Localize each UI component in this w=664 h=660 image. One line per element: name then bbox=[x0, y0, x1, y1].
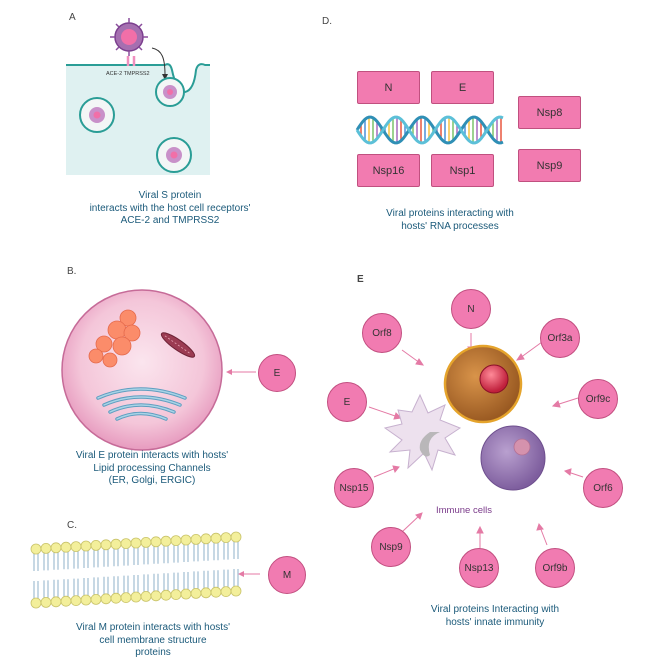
mitochondrion-icon bbox=[160, 332, 196, 358]
protein-e-circle: E bbox=[258, 354, 296, 392]
caption-line: Viral M protein interacts with hosts' bbox=[75, 622, 230, 633]
lipid-droplets-icon bbox=[88, 309, 141, 368]
panel-d-caption: Viral proteins interacting with hosts' R… bbox=[370, 208, 530, 233]
caption-line: cell membrane structure bbox=[99, 634, 207, 646]
protein-nsp15-circle: Nsp15 bbox=[334, 468, 374, 508]
panel-a-letter: A bbox=[69, 12, 76, 23]
protein-orf8-circle: Orf8 bbox=[362, 313, 402, 353]
caption-line: hosts' innate immunity bbox=[445, 616, 545, 628]
panel-d-letter: D. bbox=[322, 16, 332, 27]
protein-nsp9-box: Nsp9 bbox=[518, 149, 581, 182]
protein-n-circle: N bbox=[451, 289, 491, 329]
receptor-label: ACE-2 TMPRSS2 bbox=[106, 71, 150, 77]
panel-b-letter: B. bbox=[67, 266, 77, 277]
protein-nsp13-circle: Nsp13 bbox=[459, 548, 499, 588]
panel-a-caption: Viral S protein interacts with the host … bbox=[80, 190, 260, 228]
caption-line: hosts' RNA processes bbox=[401, 220, 499, 232]
protein-m-circle: M bbox=[268, 556, 306, 594]
protein-e-circle: E bbox=[327, 382, 367, 422]
caption-line: Viral S protein bbox=[138, 190, 202, 201]
panel-c-caption: Viral M protein interacts with hosts' ce… bbox=[58, 622, 248, 660]
protein-nsp16-box: Nsp16 bbox=[357, 154, 420, 187]
protein-orf9b-circle: Orf9b bbox=[535, 548, 575, 588]
caption-line: Viral E protein interacts with hosts' bbox=[75, 450, 229, 461]
protein-n-box: N bbox=[357, 71, 420, 104]
panel-e-letter: E bbox=[357, 274, 364, 285]
virus-particle-icon bbox=[110, 18, 148, 56]
protein-nsp8-box: Nsp8 bbox=[518, 96, 581, 129]
caption-line: interacts with the host cell receptors' bbox=[89, 202, 251, 214]
caption-line: Viral proteins Interacting with bbox=[430, 604, 560, 615]
panel-c-letter: C. bbox=[67, 520, 77, 531]
panel-e-caption: Viral proteins Interacting with hosts' i… bbox=[410, 604, 580, 629]
protein-e-box: E bbox=[431, 71, 494, 104]
caption-line: ACE-2 and TMPRSS2 bbox=[120, 215, 220, 226]
caption-line: proteins bbox=[135, 647, 171, 658]
protein-orf6-circle: Orf6 bbox=[583, 468, 623, 508]
protein-nsp1-box: Nsp1 bbox=[431, 154, 494, 187]
protein-nsp9-circle: Nsp9 bbox=[371, 527, 411, 567]
caption-line: Lipid processing Channels bbox=[93, 462, 211, 474]
panel-b-caption: Viral E protein interacts with hosts' Li… bbox=[62, 450, 242, 488]
immune-cells-label: Immune cells bbox=[436, 505, 492, 516]
protein-orf9c-circle: Orf9c bbox=[578, 379, 618, 419]
caption-line: Viral proteins interacting with bbox=[386, 208, 514, 219]
caption-line: (ER, Golgi, ERGIC) bbox=[108, 475, 196, 486]
phospholipid-icon bbox=[30, 531, 242, 609]
protein-orf3a-circle: Orf3a bbox=[540, 318, 580, 358]
